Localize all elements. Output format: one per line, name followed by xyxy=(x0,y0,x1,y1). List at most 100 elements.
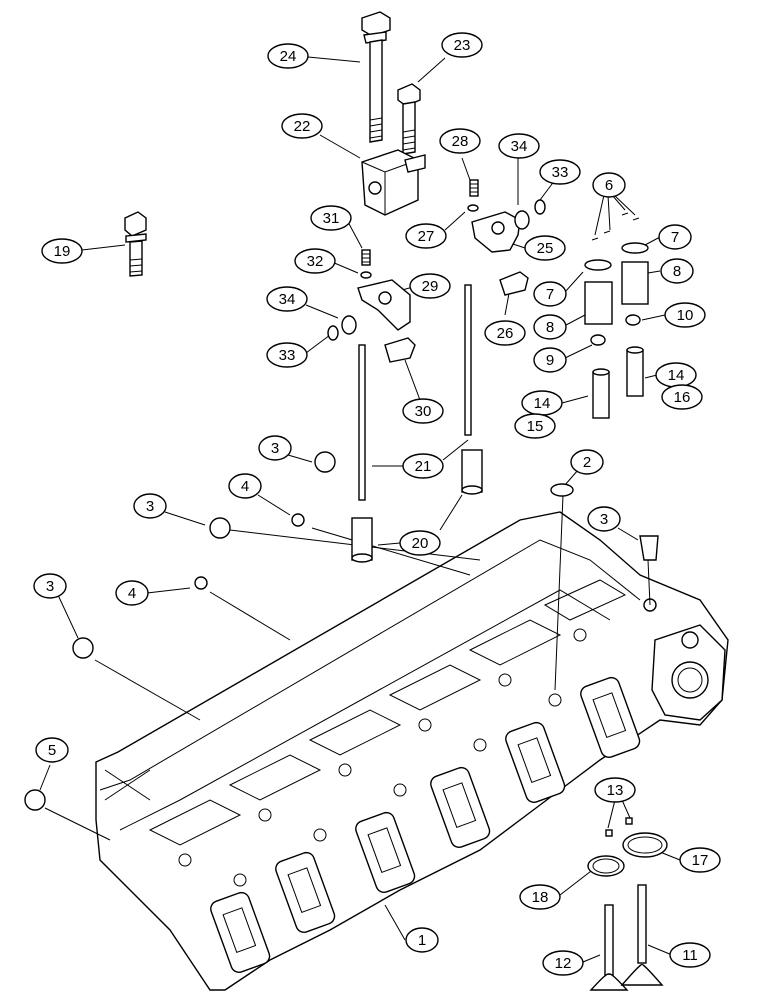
manifold-ports xyxy=(210,676,641,973)
callout-11: 11 xyxy=(669,942,711,968)
callout-10: 10 xyxy=(664,302,706,328)
svg-text:31: 31 xyxy=(323,210,340,227)
svg-text:15: 15 xyxy=(527,418,544,435)
bolt-24 xyxy=(361,11,391,143)
svg-text:14: 14 xyxy=(668,367,685,384)
svg-text:7: 7 xyxy=(671,229,679,246)
svg-text:24: 24 xyxy=(280,48,297,65)
valves-seals xyxy=(587,817,668,991)
callout-5: 5 xyxy=(35,737,69,763)
svg-text:34: 34 xyxy=(511,138,528,155)
svg-text:9: 9 xyxy=(546,352,554,369)
svg-text:1: 1 xyxy=(418,932,426,949)
callout-32: 32 xyxy=(294,248,336,274)
rocker-pockets xyxy=(148,579,657,887)
callout-16: 16 xyxy=(661,384,703,410)
svg-text:19: 19 xyxy=(54,243,71,260)
rocker-arm-29 xyxy=(357,279,411,331)
callout-30: 30 xyxy=(402,398,444,424)
svg-text:10: 10 xyxy=(677,307,694,324)
callout-7-left: 7 xyxy=(533,281,567,307)
callout-33-right: 33 xyxy=(539,159,581,185)
svg-text:3: 3 xyxy=(146,498,154,515)
svg-text:7: 7 xyxy=(546,286,554,303)
callout-27: 27 xyxy=(405,223,447,249)
svg-text:30: 30 xyxy=(415,403,432,420)
svg-text:12: 12 xyxy=(555,955,572,972)
callout-14-right: 14 xyxy=(655,362,697,388)
svg-text:2: 2 xyxy=(583,454,591,471)
bolt-19 xyxy=(124,211,147,277)
svg-text:8: 8 xyxy=(673,263,681,280)
callout-20-left: 20 xyxy=(399,530,441,556)
washers-33-34 xyxy=(327,199,546,341)
svg-text:3: 3 xyxy=(271,440,279,457)
adjust-screw-28 xyxy=(467,179,479,212)
bridge-26-30 xyxy=(384,271,529,363)
callout-34-left: 34 xyxy=(266,286,308,312)
callout-2: 2 xyxy=(570,449,604,475)
svg-text:33: 33 xyxy=(279,347,296,364)
svg-text:13: 13 xyxy=(607,782,624,799)
callout-3-mid: 3 xyxy=(133,493,167,519)
valve-springs xyxy=(584,212,649,346)
svg-text:8: 8 xyxy=(546,319,554,336)
svg-text:18: 18 xyxy=(532,889,549,906)
callout-6: 6 xyxy=(592,172,626,198)
callout-1: 1 xyxy=(405,927,439,953)
svg-text:26: 26 xyxy=(497,325,514,342)
svg-text:34: 34 xyxy=(279,291,296,308)
svg-text:5: 5 xyxy=(48,742,56,759)
callout-31: 31 xyxy=(310,205,352,231)
callout-25: 25 xyxy=(524,235,566,261)
callout-17: 17 xyxy=(679,847,721,873)
pushrods-21 xyxy=(358,284,472,501)
svg-text:22: 22 xyxy=(294,118,311,135)
svg-text:25: 25 xyxy=(537,240,554,257)
callout-15: 15 xyxy=(514,413,556,439)
svg-text:27: 27 xyxy=(418,228,435,245)
callout-3-left: 3 xyxy=(33,573,67,599)
callout-33-left: 33 xyxy=(266,342,308,368)
svg-text:29: 29 xyxy=(422,278,439,295)
cylinder-head xyxy=(95,511,729,991)
svg-text:21: 21 xyxy=(415,458,432,475)
svg-text:17: 17 xyxy=(692,852,709,869)
callout-21-left: 21 xyxy=(402,453,444,479)
callout-29: 29 xyxy=(409,273,451,299)
callout-19: 19 xyxy=(41,238,83,264)
callout-8-left: 8 xyxy=(533,314,567,340)
svg-text:16: 16 xyxy=(674,389,691,406)
tappets-20 xyxy=(351,449,483,563)
rocker-support-22 xyxy=(361,149,426,216)
svg-text:32: 32 xyxy=(307,253,324,270)
plugs-3-4-5 xyxy=(24,451,659,811)
callout-22: 22 xyxy=(281,113,323,139)
svg-text:33: 33 xyxy=(552,164,569,181)
svg-text:20: 20 xyxy=(412,535,429,552)
svg-text:11: 11 xyxy=(682,947,698,964)
callout-23: 23 xyxy=(441,32,483,58)
callout-26: 26 xyxy=(484,320,526,346)
callout-18: 18 xyxy=(519,884,561,910)
svg-text:4: 4 xyxy=(128,585,136,602)
callout-4-top: 4 xyxy=(228,473,262,499)
callouts: 1 2 3 3 3 3 4 4 5 6 7 7 8 8 9 10 11 12 1… xyxy=(33,32,721,976)
rocker-arm-25 xyxy=(471,211,521,253)
svg-text:3: 3 xyxy=(46,578,54,595)
svg-text:6: 6 xyxy=(605,177,613,194)
callout-3-right: 3 xyxy=(587,506,621,532)
callout-8-right: 8 xyxy=(660,258,694,284)
callout-3-top: 3 xyxy=(258,435,292,461)
svg-text:4: 4 xyxy=(241,478,249,495)
callout-4-left: 4 xyxy=(115,580,149,606)
callout-28: 28 xyxy=(439,128,481,154)
valve-guides xyxy=(592,346,644,419)
callout-34-right: 34 xyxy=(498,133,540,159)
callout-9: 9 xyxy=(533,347,567,373)
callout-12: 12 xyxy=(542,950,584,976)
callout-7-right: 7 xyxy=(658,224,692,250)
screw-31 xyxy=(360,249,372,279)
svg-text:3: 3 xyxy=(600,511,608,528)
